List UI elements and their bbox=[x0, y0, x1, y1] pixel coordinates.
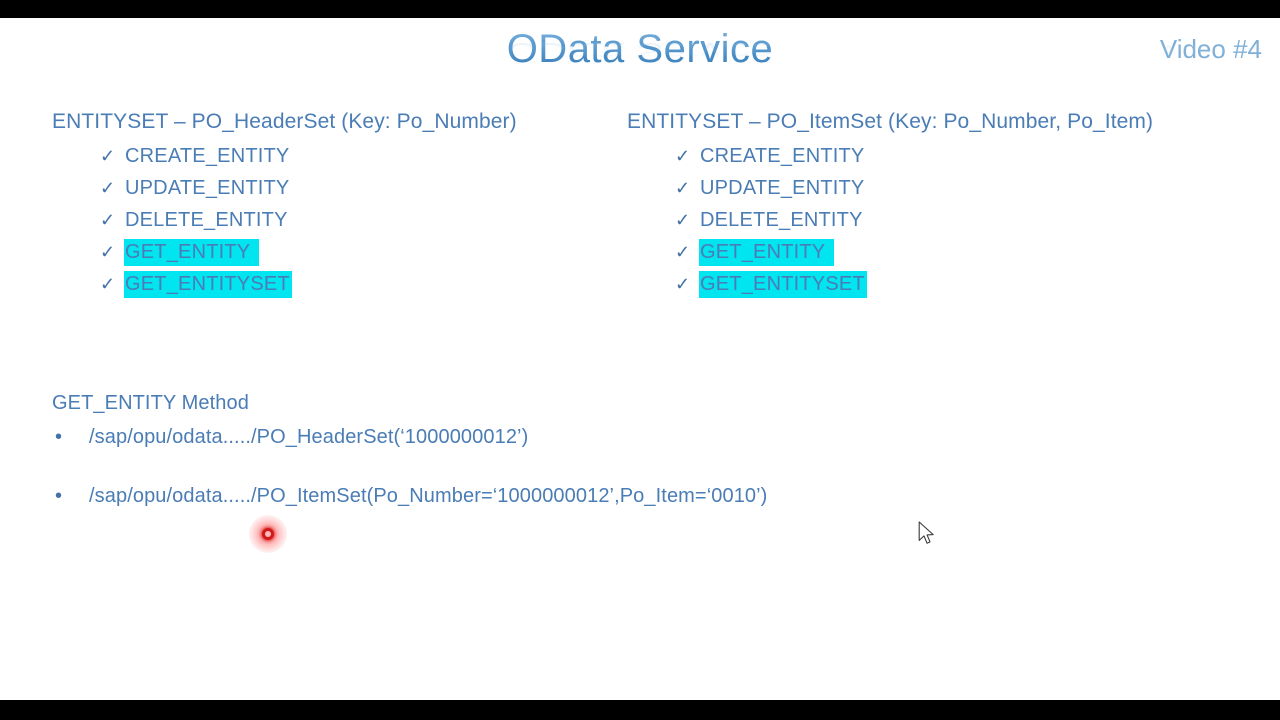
letterbox-bar-bottom bbox=[0, 700, 1280, 720]
list-item: • /sap/opu/odata...../PO_HeaderSet(‘1000… bbox=[52, 424, 1152, 451]
method-label: GET_ENTITY bbox=[124, 238, 259, 266]
method-label: DELETE_ENTITY bbox=[125, 208, 288, 231]
bullet-icon: • bbox=[55, 485, 63, 507]
list-item: ✓ UPDATE_ENTITY bbox=[100, 172, 517, 204]
entityset-column-header: ENTITYSET – PO_HeaderSet (Key: Po_Number… bbox=[52, 110, 517, 300]
check-icon: ✓ bbox=[675, 274, 691, 294]
method-label: GET_ENTITYSET bbox=[699, 270, 867, 298]
slide-canvas: OData Service OData Service Video #4 Vid… bbox=[0, 18, 1280, 700]
check-icon: ✓ bbox=[675, 242, 691, 262]
method-list-header: ✓ CREATE_ENTITY ✓ UPDATE_ENTITY ✓ DELETE… bbox=[52, 140, 517, 300]
entityset-heading-header: ENTITYSET – PO_HeaderSet (Key: Po_Number… bbox=[52, 110, 517, 133]
check-icon: ✓ bbox=[675, 146, 691, 166]
list-item-highlighted: ✓ GET_ENTITY bbox=[675, 236, 1153, 268]
check-icon: ✓ bbox=[100, 242, 116, 262]
section-heading: GET_ENTITY Method bbox=[52, 392, 249, 414]
check-icon: ✓ bbox=[100, 178, 116, 198]
check-icon: ✓ bbox=[100, 274, 116, 294]
entityset-column-item: ENTITYSET – PO_ItemSet (Key: Po_Number, … bbox=[627, 110, 1153, 300]
list-item-highlighted: ✓ GET_ENTITYSET bbox=[100, 268, 517, 300]
list-item: • /sap/opu/odata...../PO_ItemSet(Po_Numb… bbox=[52, 483, 1152, 510]
video-badge-text: Video #4 bbox=[1159, 34, 1262, 64]
page-title-text: OData Service bbox=[506, 27, 774, 71]
method-label: GET_ENTITY bbox=[699, 238, 834, 266]
letterbox-bar-top bbox=[0, 0, 1280, 18]
method-label: GET_ENTITYSET bbox=[124, 270, 292, 298]
get-entity-method-section: GET_ENTITY Method • /sap/opu/odata...../… bbox=[52, 392, 1152, 542]
list-item: ✓ CREATE_ENTITY bbox=[100, 140, 517, 172]
list-item: ✓ DELETE_ENTITY bbox=[100, 204, 517, 236]
url-text: /sap/opu/odata...../PO_HeaderSet(‘100000… bbox=[89, 426, 529, 448]
method-label: CREATE_ENTITY bbox=[125, 144, 290, 167]
check-icon: ✓ bbox=[100, 210, 116, 230]
method-label: CREATE_ENTITY bbox=[700, 144, 865, 167]
page-title: OData Service OData Service bbox=[0, 28, 1280, 106]
list-item: ✓ CREATE_ENTITY bbox=[675, 140, 1153, 172]
method-label: DELETE_ENTITY bbox=[700, 208, 863, 231]
video-badge: Video #4 Video #4 bbox=[1159, 34, 1262, 87]
check-icon: ✓ bbox=[100, 146, 116, 166]
check-icon: ✓ bbox=[675, 210, 691, 230]
url-text: /sap/opu/odata...../PO_ItemSet(Po_Number… bbox=[89, 485, 768, 507]
entityset-heading-item: ENTITYSET – PO_ItemSet (Key: Po_Number, … bbox=[627, 110, 1154, 133]
method-label: UPDATE_ENTITY bbox=[125, 176, 290, 199]
method-label: UPDATE_ENTITY bbox=[700, 176, 865, 199]
list-item: ✓ DELETE_ENTITY bbox=[675, 204, 1153, 236]
check-icon: ✓ bbox=[675, 178, 691, 198]
bullet-icon: • bbox=[55, 426, 63, 448]
method-list-item: ✓ CREATE_ENTITY ✓ UPDATE_ENTITY ✓ DELETE… bbox=[627, 140, 1153, 300]
list-item: ✓ UPDATE_ENTITY bbox=[675, 172, 1153, 204]
list-item-highlighted: ✓ GET_ENTITY bbox=[100, 236, 517, 268]
list-item-highlighted: ✓ GET_ENTITYSET bbox=[675, 268, 1153, 300]
